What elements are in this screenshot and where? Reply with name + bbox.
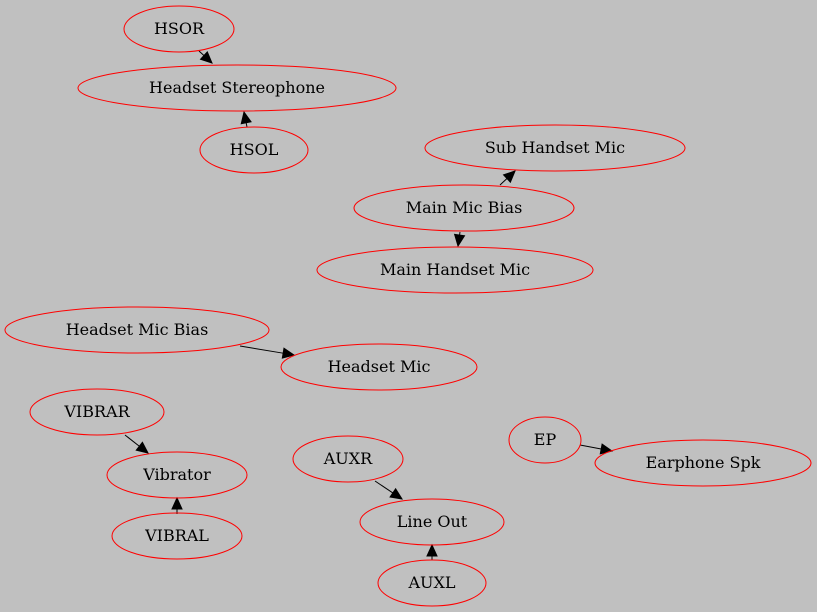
arrowhead: [171, 496, 183, 510]
node-ellipse: [29, 388, 165, 436]
edge-line: [245, 122, 248, 128]
node-label: Vibrator: [142, 465, 211, 484]
edge-line: [239, 345, 284, 354]
node-label: Line Out: [397, 512, 468, 531]
node-ellipse: [292, 435, 404, 483]
node-ellipse: [111, 512, 243, 560]
node-label: HSOL: [230, 140, 279, 159]
node-hsol[interactable]: HSOL: [199, 126, 309, 174]
arrowhead: [199, 50, 213, 64]
node-mhm[interactable]: Main Handset Mic: [316, 246, 594, 294]
node-hm[interactable]: Headset Mic: [280, 343, 478, 391]
node-ellipse: [280, 343, 478, 391]
edge-mmb-to-mhm: [453, 231, 466, 248]
node-vibrar[interactable]: VIBRAR: [29, 388, 165, 436]
node-mmb[interactable]: Main Mic Bias: [353, 184, 575, 232]
edge-line: [124, 434, 140, 447]
edge-hsol-to-hs: [240, 110, 252, 128]
edge-line: [374, 480, 394, 494]
edge-hmb-to-hm: [239, 345, 296, 359]
arrowhead: [135, 441, 149, 454]
node-ellipse: [359, 498, 505, 546]
node-shm[interactable]: Sub Handset Mic: [424, 124, 686, 172]
edge-auxl-to-lo: [426, 543, 438, 560]
node-ellipse: [424, 124, 686, 172]
arrowhead: [453, 233, 466, 248]
arrowhead: [426, 543, 438, 557]
node-es[interactable]: Earphone Spk: [594, 439, 812, 487]
node-auxr[interactable]: AUXR: [292, 435, 404, 483]
edge-mmb-to-shm: [499, 170, 516, 186]
node-vib[interactable]: Vibrator: [106, 451, 248, 499]
arrowhead: [389, 487, 404, 500]
node-label: Main Mic Bias: [406, 198, 523, 217]
node-ellipse: [106, 451, 248, 499]
node-ellipse: [4, 306, 270, 354]
node-label: Headset Stereophone: [149, 78, 325, 97]
edge-auxr-to-lo: [374, 480, 404, 500]
node-ellipse: [508, 416, 582, 464]
node-ellipse: [353, 184, 575, 232]
edge-hsor-to-hs: [198, 50, 213, 64]
edge-vibral-to-vib: [171, 496, 183, 514]
node-ellipse: [199, 126, 309, 174]
edge-line: [198, 50, 205, 56]
node-label: AUXR: [323, 449, 373, 468]
edge-line: [499, 178, 508, 186]
node-label: Sub Handset Mic: [485, 138, 625, 157]
node-ellipse: [316, 246, 594, 294]
edge-vibrar-to-vib: [124, 434, 149, 454]
arrowhead: [240, 110, 252, 125]
node-vibral[interactable]: VIBRAL: [111, 512, 243, 560]
node-label: HSOR: [154, 19, 205, 38]
node-label: Headset Mic Bias: [66, 320, 209, 339]
node-hsor[interactable]: HSOR: [123, 5, 235, 53]
node-label: VIBRAR: [63, 402, 130, 421]
node-hmb[interactable]: Headset Mic Bias: [4, 306, 270, 354]
node-label: EP: [534, 430, 557, 449]
arrowhead: [502, 170, 516, 184]
node-label: Headset Mic: [328, 357, 431, 376]
node-label: VIBRAL: [144, 526, 209, 545]
node-auxl[interactable]: AUXL: [377, 559, 487, 607]
node-label: Earphone Spk: [646, 453, 761, 472]
node-ellipse: [377, 559, 487, 607]
node-label: AUXL: [407, 573, 455, 592]
node-hs[interactable]: Headset Stereophone: [77, 64, 397, 112]
node-label: Main Handset Mic: [380, 260, 530, 279]
node-ep[interactable]: EP: [508, 416, 582, 464]
edge-line: [579, 444, 602, 450]
node-ellipse: [123, 5, 235, 53]
node-ellipse: [77, 64, 397, 112]
node-ellipse: [594, 439, 812, 487]
node-lo[interactable]: Line Out: [359, 498, 505, 546]
arrowhead: [281, 347, 296, 359]
